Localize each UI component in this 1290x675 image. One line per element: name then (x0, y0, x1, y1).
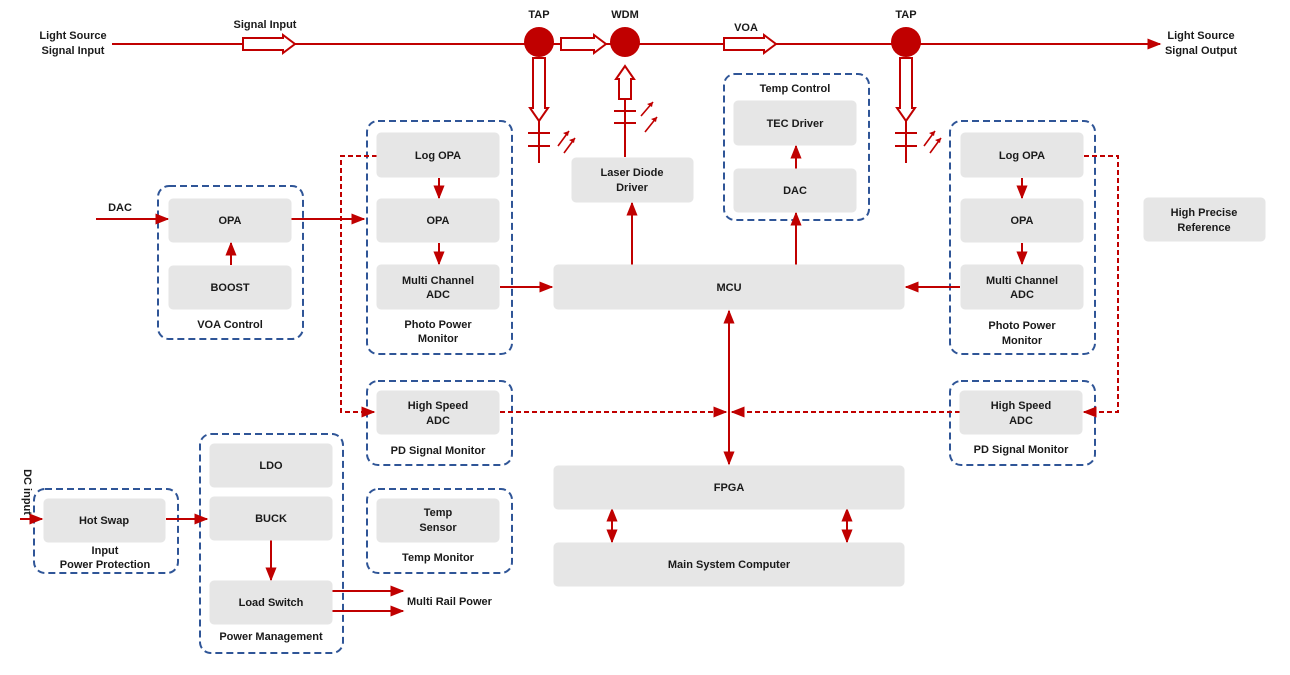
high-precise-reference-block: High Precise Reference (1143, 197, 1266, 242)
temp-monitor-group (366, 488, 513, 574)
opa-voa-label: OPA (218, 215, 241, 227)
temp-control-caption: Temp Control (760, 83, 831, 95)
connections (20, 144, 1119, 617)
dac-tec-label: DAC (783, 185, 807, 197)
hot-swap-block: Hot Swap (43, 498, 166, 543)
ppm-left-caption-1: Photo Power (404, 319, 472, 331)
hs-adc-right-label-1: High Speed (991, 400, 1052, 412)
pdsm-right-caption: PD Signal Monitor (974, 444, 1069, 456)
ppm-left-caption-2: Monitor (418, 333, 459, 345)
pd-signal-monitor-left-group (366, 380, 513, 466)
input-protection-caption-1: Input (92, 545, 119, 557)
boost-label: BOOST (210, 282, 249, 294)
fpga-block: FPGA (553, 465, 905, 510)
voa-label: VOA (734, 22, 758, 34)
mcu-label: MCU (716, 282, 741, 294)
hot-swap-label: Hot Swap (79, 515, 129, 527)
photo-power-monitor-left-group (366, 120, 513, 355)
adc-left-label-2: ADC (426, 289, 450, 301)
laser-diode-driver-block: Laser Diode Driver (571, 157, 694, 203)
ppm-right-caption-2: Monitor (1002, 335, 1043, 347)
adc-left-block: Multi Channel ADC (376, 264, 500, 310)
wdm-up-hollow-arrow (614, 64, 636, 100)
buck-label: BUCK (255, 513, 287, 525)
load-switch-block: Load Switch (209, 580, 333, 625)
power-management-group (199, 433, 344, 654)
optical-signal-path: Light Source Signal Input Signal Input T… (39, 9, 1237, 163)
temp-sensor-block: Temp Sensor (376, 498, 500, 543)
opa-left-block: OPA (376, 198, 500, 243)
temp-monitor-caption: Temp Monitor (402, 552, 475, 564)
main-computer-label: Main System Computer (668, 559, 791, 571)
laser-driver-label-1: Laser Diode (601, 167, 664, 179)
light-source-input-label-1: Light Source (39, 30, 106, 42)
opa-right-block: OPA (960, 198, 1084, 243)
pdsm-left-caption: PD Signal Monitor (391, 445, 486, 457)
tap2-down-hollow-arrow (895, 57, 917, 123)
high-speed-adc-left-block: High Speed ADC (376, 390, 500, 435)
voa-control-caption: VOA Control (197, 319, 263, 331)
hs-adc-left-label-2: ADC (426, 415, 450, 427)
tap2-node (891, 27, 921, 57)
voa-control-group (157, 185, 304, 340)
mcu-block: MCU (553, 264, 905, 310)
hs-adc-right-label-2: ADC (1009, 415, 1033, 427)
load-switch-label: Load Switch (239, 597, 304, 609)
group-captions: VOA Control Photo Power Monitor Temp Con… (60, 83, 1069, 643)
ldo-block: LDO (209, 443, 333, 488)
adc-left-label-1: Multi Channel (402, 275, 474, 287)
input-protection-group (33, 488, 179, 574)
tap1-node (524, 27, 554, 57)
multi-rail-power-label: Multi Rail Power (407, 596, 493, 608)
opa-voa-block: OPA (168, 198, 292, 243)
tap2-label: TAP (895, 9, 916, 21)
boost-block: BOOST (168, 265, 292, 310)
power-management-caption: Power Management (219, 631, 323, 643)
input-protection-caption-2: Power Protection (60, 559, 151, 571)
voa-hollow-arrow (723, 33, 778, 55)
adc-right-label-2: ADC (1010, 289, 1034, 301)
photodiode-left-icon (528, 121, 576, 163)
log-opa-left-label: Log OPA (415, 150, 461, 162)
log-opa-right-block: Log OPA (960, 132, 1084, 178)
adc-right-block: Multi Channel ADC (960, 264, 1084, 310)
reference-label-1: High Precise (1171, 207, 1238, 219)
tap1-label: TAP (528, 9, 549, 21)
light-source-output-label-2: Signal Output (1165, 45, 1237, 57)
dc-input-label: DC input (21, 469, 33, 515)
wdm-node (610, 27, 640, 57)
main-system-computer-block: Main System Computer (553, 542, 905, 587)
fpga-label: FPGA (714, 482, 745, 494)
dac-input-label: DAC (108, 202, 132, 214)
signal-input-label: Signal Input (234, 19, 297, 31)
tec-driver-block: TEC Driver (733, 100, 857, 146)
ldo-label: LDO (259, 460, 283, 472)
photo-power-monitor-right-group (949, 120, 1096, 355)
opa-right-label: OPA (1010, 215, 1033, 227)
pd-signal-monitor-right-group (949, 380, 1096, 466)
reference-label-2: Reference (1177, 222, 1230, 234)
laser-driver-label-2: Driver (616, 182, 649, 194)
photodiode-right-icon (895, 121, 942, 163)
temp-sensor-label-2: Sensor (419, 522, 457, 534)
opa-left-label: OPA (426, 215, 449, 227)
light-source-input-label-2: Signal Input (42, 45, 105, 57)
signal-input-hollow-arrow (242, 33, 297, 55)
hs-adc-left-label-1: High Speed (408, 400, 469, 412)
adc-right-label-1: Multi Channel (986, 275, 1058, 287)
laser-diode-icon (614, 99, 658, 157)
dac-tec-block: DAC (733, 168, 857, 213)
light-source-output-label-1: Light Source (1167, 30, 1234, 42)
temp-sensor-label-1: Temp (424, 507, 453, 519)
buck-block: BUCK (209, 496, 333, 541)
tec-driver-label: TEC Driver (767, 118, 825, 130)
tap-to-wdm-hollow-arrow (560, 33, 608, 55)
log-opa-left-block: Log OPA (376, 132, 500, 178)
wdm-label: WDM (611, 9, 639, 21)
high-speed-adc-right-block: High Speed ADC (959, 390, 1083, 435)
ppm-right-caption-1: Photo Power (988, 320, 1056, 332)
log-opa-right-label: Log OPA (999, 150, 1045, 162)
tap1-down-hollow-arrow (528, 57, 550, 123)
